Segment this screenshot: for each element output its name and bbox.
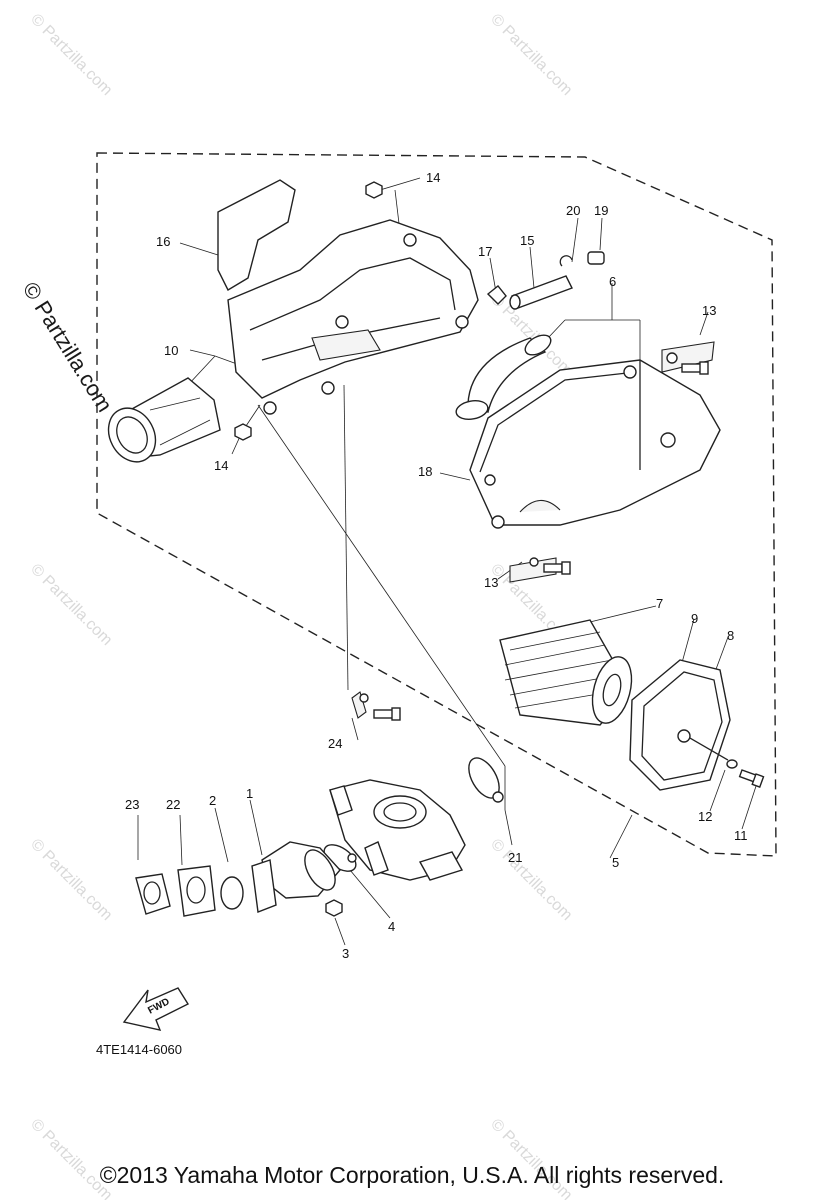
callout-23: 23 (125, 797, 139, 812)
carburetor (329, 779, 466, 881)
clamp-21 (468, 757, 504, 803)
nut-3 (325, 899, 343, 917)
callout-22: 22 (166, 797, 180, 812)
callout-labels: 1 2 3 4 5 6 7 8 9 10 11 12 13 13 14 14 1… (125, 170, 748, 961)
callout-6: 6 (609, 274, 616, 289)
callout-15: 15 (520, 233, 534, 248)
callout-18: 18 (418, 464, 432, 479)
callout-13-bottom: 13 (484, 575, 498, 590)
callout-5: 5 (612, 855, 619, 870)
copyright-notice: ©2013 Yamaha Motor Corporation, U.S.A. A… (99, 1162, 725, 1188)
intake-duct (107, 377, 221, 463)
callout-13-top: 13 (702, 303, 716, 318)
callout-8: 8 (727, 628, 734, 643)
watermark-text: © Partzilla.com (487, 836, 575, 924)
callout-3: 3 (342, 946, 349, 961)
clamp-20 (559, 255, 573, 267)
watermark-text: © Partzilla.com (27, 11, 115, 99)
air-filter-cap (469, 359, 721, 529)
watermark-text: © Partzilla.com (487, 11, 575, 99)
callout-12: 12 (698, 809, 712, 824)
callout-16: 16 (156, 234, 170, 249)
callout-2: 2 (209, 793, 216, 808)
air-filter-case (227, 219, 479, 415)
element-cover (629, 659, 731, 791)
filter-element (499, 619, 633, 726)
callout-11: 11 (734, 828, 748, 843)
insulator (177, 865, 216, 917)
bolt-13-bottom (509, 557, 571, 583)
callout-21: 21 (508, 850, 522, 865)
callout-1: 1 (246, 786, 253, 801)
washer-12 (726, 759, 738, 769)
watermark-text: © Partzilla.com (27, 836, 115, 924)
watermark-grid: © Partzilla.com © Partzilla.com © Partzi… (27, 11, 575, 1200)
callout-17: 17 (478, 244, 492, 259)
nut-14-top (365, 181, 383, 199)
callout-14-top: 14 (426, 170, 440, 185)
leader-lines (137, 177, 759, 946)
gasket-plate (217, 179, 296, 291)
screw-11 (738, 769, 765, 788)
watermark-text: © Partzilla.com (27, 561, 115, 649)
clip-17 (486, 285, 507, 305)
callout-10: 10 (164, 343, 178, 358)
drain-pipe (509, 275, 573, 310)
callout-19: 19 (594, 203, 608, 218)
callout-20: 20 (566, 203, 580, 218)
callout-9: 9 (691, 611, 698, 626)
carburetor-joint (251, 841, 341, 913)
assembly-boundary (96, 152, 777, 857)
o-ring (220, 876, 244, 910)
callout-14-bottom: 14 (214, 458, 228, 473)
joint-hose (455, 334, 552, 420)
diagram-part-code: 4TE1414-6060 (96, 1042, 183, 1057)
forward-arrow-icon: FWD (122, 987, 190, 1031)
bolt-24 (351, 691, 401, 721)
gasket-23 (135, 873, 171, 915)
nut-14-bottom (234, 423, 252, 441)
callout-24: 24 (328, 736, 342, 751)
plug-19 (587, 251, 605, 265)
callout-4: 4 (388, 919, 395, 934)
callout-7: 7 (656, 596, 663, 611)
bolt-13-top (661, 341, 715, 375)
watermark-side: © Partzilla.com (18, 277, 118, 416)
